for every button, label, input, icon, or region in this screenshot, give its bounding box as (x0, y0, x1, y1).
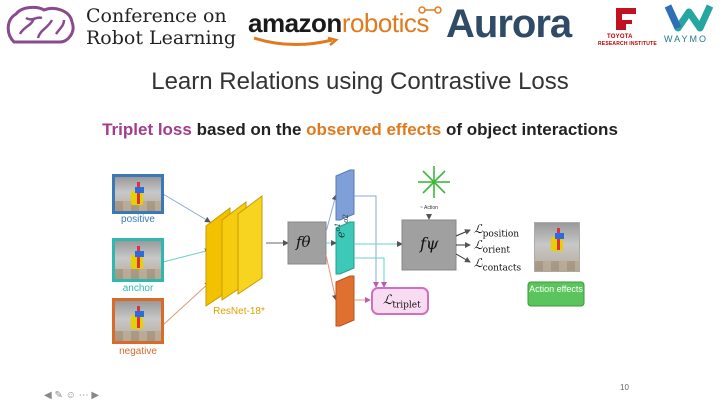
negative-label: negative (119, 346, 157, 357)
action-effects-box (527, 281, 585, 307)
arrow-negative (162, 281, 211, 326)
amazon-text: amazon (248, 8, 342, 38)
f-psi-box (401, 219, 457, 271)
arrow-anchor-to-triplet (354, 257, 387, 288)
arrow-anchor (162, 248, 211, 263)
contacts-l-symbol: ℒ (474, 256, 483, 270)
aurora-logo: Aurora (446, 2, 572, 46)
orient-subscript: orient (482, 245, 510, 256)
embedding-sup: o1 (334, 222, 342, 232)
toyota-logo-icon (616, 8, 636, 30)
waymo-text: WAYMO (664, 34, 708, 44)
subtitle-triplet-loss: Triplet loss (102, 120, 192, 139)
action-effects-image (534, 222, 580, 272)
amazon-smile-icon (253, 36, 339, 47)
position-subscript: position (482, 229, 520, 240)
slide-subtitle: Triplet loss based on the observed effec… (0, 120, 720, 140)
triplet-loss-label: ℒtriplet (383, 292, 421, 311)
action-effects-label: Action effects (529, 284, 583, 294)
slide-nav-controls[interactable]: ◀ ✎ ☺ ⋯ ▶ (44, 390, 100, 401)
f-theta-label: fθ (296, 233, 311, 251)
position-loss-label: ℒposition (474, 222, 519, 239)
embedding-sub: o2 (341, 214, 350, 223)
arrow-to-position (455, 229, 471, 237)
anchor-embedding (335, 221, 355, 275)
header-logos: Conference on Robot Learning amazonrobot… (0, 0, 720, 52)
negative-embedding (335, 275, 355, 327)
corl-title-line2: Robot Learning (86, 27, 237, 49)
triplet-subscript: triplet (392, 300, 421, 311)
subtitle-observed-effects: observed effects (306, 120, 442, 139)
anchor-embedding-label: eo1o2 (334, 214, 350, 238)
orient-l-symbol: ℒ (474, 238, 483, 252)
robotics-text: robotics (341, 8, 430, 38)
toyota-subtext: RESEARCH INSTITUTE (598, 41, 657, 47)
anchor-image (112, 238, 164, 282)
corl-title-line1: Conference on (86, 5, 227, 27)
position-l-symbol: ℒ (474, 222, 483, 236)
toyota-text: TOYOTA (607, 34, 633, 40)
amazon-robotics-logo: amazonrobotics (248, 8, 429, 39)
contacts-subscript: contacts (482, 263, 522, 274)
arrow-positive (162, 193, 211, 223)
action-burst-icon (418, 166, 450, 198)
slide-title: Learn Relations using Contrastive Loss (151, 68, 569, 95)
page-number: 10 (620, 383, 629, 392)
anchor-label: anchor (122, 283, 154, 294)
subtitle-text-1: based on the (191, 120, 307, 139)
resnet-block-3 (237, 195, 263, 295)
waymo-logo-icon (664, 4, 714, 32)
orient-loss-label: ℒorient (474, 238, 510, 255)
arrow-pos-to-triplet (354, 195, 379, 288)
positive-image (112, 174, 164, 214)
f-theta-box (287, 221, 327, 265)
triplet-loss-box (371, 287, 429, 315)
action-label: ~ Action (420, 205, 438, 211)
negative-image (112, 298, 164, 344)
positive-label: positive (121, 214, 155, 225)
subtitle-text-2: of object interactions (441, 120, 618, 139)
corl-brain-logo (6, 5, 75, 44)
arrow-to-positive-emb (325, 194, 338, 233)
arrow-to-negative-emb (325, 254, 338, 301)
f-psi-label: fψ (420, 234, 439, 253)
embedding-symbol: e (334, 231, 348, 238)
robot-circuit-icon (418, 6, 442, 14)
resnet-label: ResNet-18* (213, 306, 265, 317)
arrow-to-contacts (455, 253, 471, 263)
positive-embedding (335, 169, 355, 221)
contacts-loss-label: ℒcontacts (474, 256, 521, 273)
triplet-l-symbol: ℒ (383, 293, 393, 308)
